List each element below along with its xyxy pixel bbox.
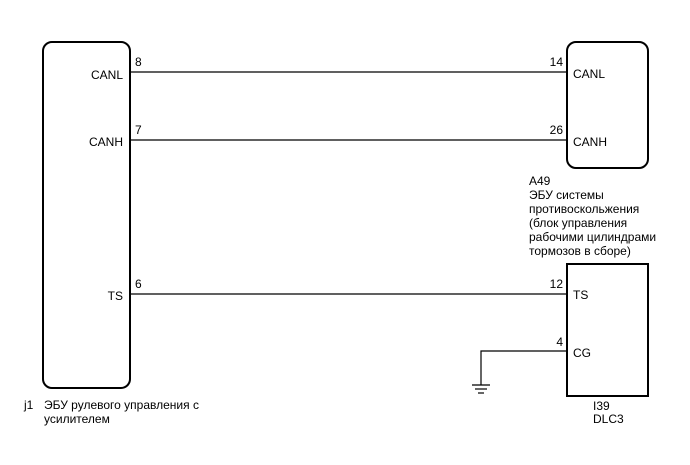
left-pin-canl-label: CANL: [91, 68, 123, 82]
right-top-pin-canl-number: 14: [550, 55, 564, 69]
right-bottom-pin-ts-label: TS: [573, 288, 588, 302]
right-top-pin-canl-label: CANL: [573, 67, 605, 81]
left-pin-ts-number: 6: [135, 277, 142, 291]
left-pin-ts-label: TS: [108, 289, 123, 303]
right-top-unit-name-line: (блок управления: [529, 216, 627, 230]
right-bottom-unit-name: DLC3: [593, 412, 624, 426]
right-top-pin-canh-number: 26: [550, 123, 564, 137]
right-bottom-pin-cg-label: CG: [573, 346, 591, 360]
right-top-unit-name-line: тормозов в сборе): [529, 244, 631, 258]
right-top-unit-name-line: противоскольжения: [529, 202, 639, 216]
right-top-pin-canh-label: CANH: [573, 135, 607, 149]
right-bottom-pin-cg-number: 4: [556, 335, 563, 349]
ground-icon: [472, 384, 490, 394]
left-unit-name-line: ЭБУ рулевого управления с: [44, 398, 199, 412]
left-unit-box: [42, 41, 131, 389]
right-bottom-unit-code: I39: [593, 399, 610, 413]
left-unit-name-line: усилителем: [44, 412, 110, 426]
right-top-unit-name-line: ЭБУ системы: [529, 188, 604, 202]
left-pin-canh-label: CANH: [89, 135, 123, 149]
right-bottom-pin-ts-number: 12: [550, 277, 564, 291]
right-bottom-unit-box: [566, 263, 649, 397]
left-unit-code: j1: [23, 398, 34, 412]
right-top-unit-name-line: рабочими цилиндрами: [529, 230, 656, 244]
left-pin-canl-number: 8: [135, 55, 142, 69]
right-top-unit-code: A49: [529, 174, 551, 188]
left-pin-canh-number: 7: [135, 123, 142, 137]
right-top-unit-box: [566, 41, 649, 169]
wire-cg: [480, 350, 567, 385]
